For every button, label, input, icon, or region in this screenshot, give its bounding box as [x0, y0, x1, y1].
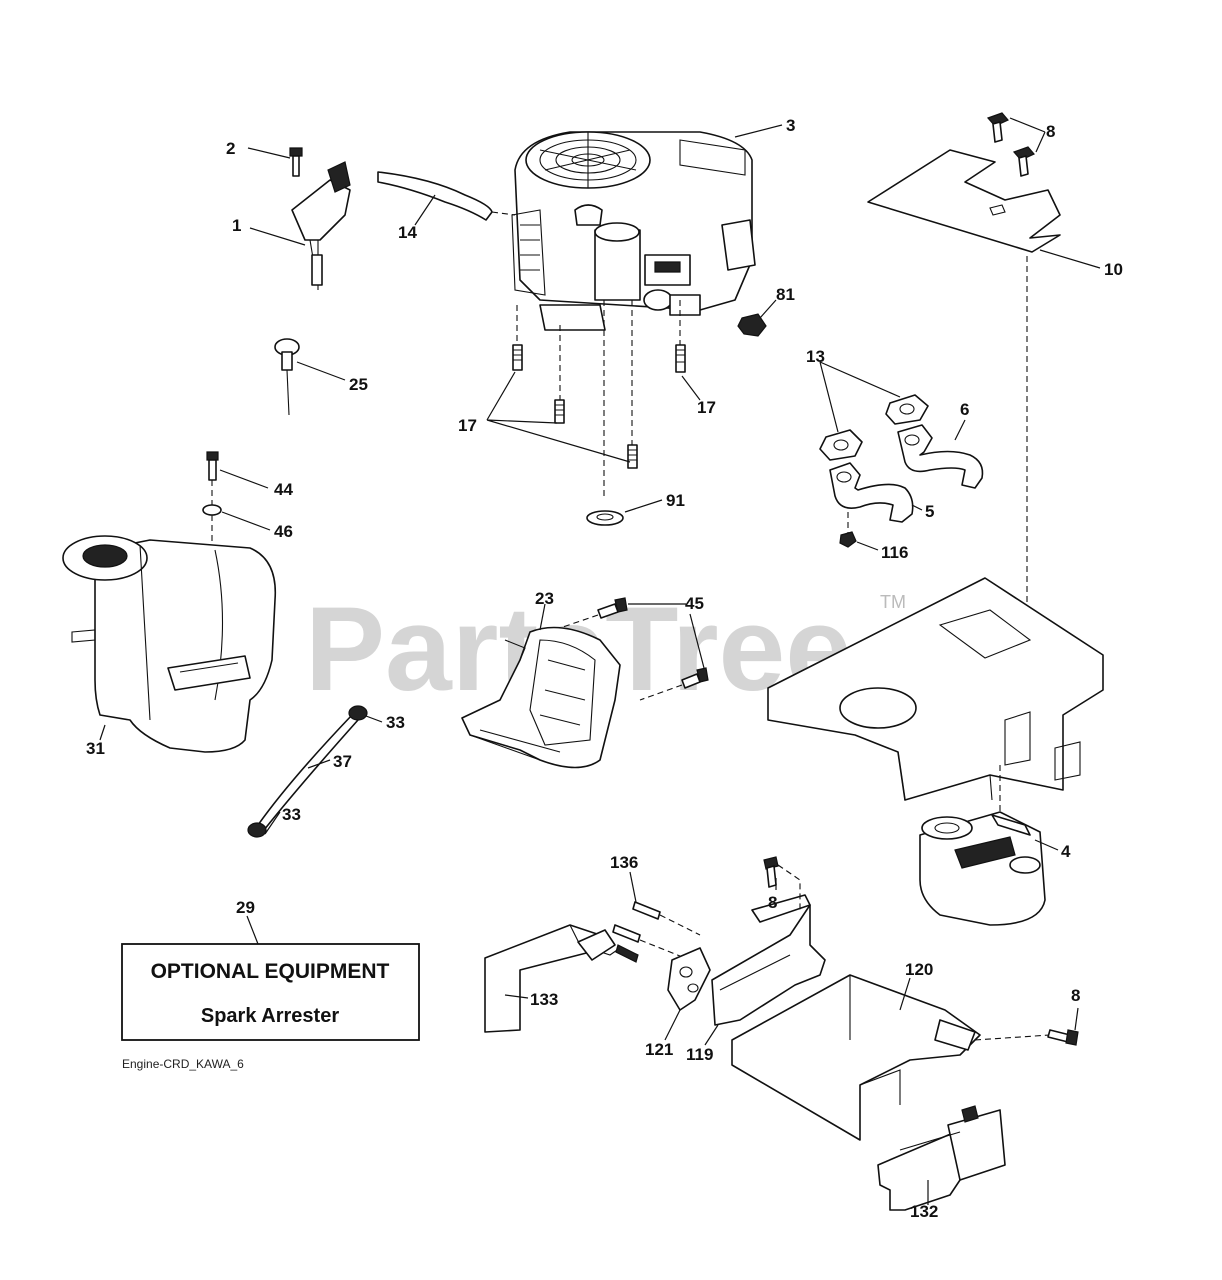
part-nut-116[interactable] — [839, 531, 857, 548]
part-bolt-8-right[interactable] — [1047, 1029, 1079, 1046]
callout-132: 132 — [910, 1202, 938, 1221]
part-nut-81[interactable] — [737, 313, 767, 337]
part-tray-120[interactable] — [731, 974, 981, 1141]
callout-6: 6 — [960, 400, 969, 419]
callout-17-left: 17 — [458, 416, 477, 435]
callout-3: 3 — [786, 116, 795, 135]
part-bolt-17[interactable] — [512, 344, 686, 469]
callout-4: 4 — [1061, 842, 1071, 861]
part-dipstick-25[interactable] — [274, 338, 300, 416]
callout-8-right: 8 — [1071, 986, 1080, 1005]
part-screw-2[interactable] — [289, 147, 303, 177]
part-frame[interactable] — [767, 577, 1104, 801]
callout-2: 2 — [226, 139, 235, 158]
callout-23: 23 — [535, 589, 554, 608]
callout-13: 13 — [806, 347, 825, 366]
diagram-code: Engine-CRD_KAWA_6 — [122, 1057, 244, 1071]
part-gasket-13[interactable] — [819, 394, 929, 461]
callout-33-top: 33 — [386, 713, 405, 732]
callout-116: 116 — [881, 543, 908, 562]
part-shield-132[interactable] — [877, 1105, 1006, 1211]
part-clamp-33-bottom[interactable] — [247, 822, 267, 838]
callout-45: 45 — [685, 594, 704, 613]
callout-29: 29 — [236, 898, 255, 917]
callout-33-bottom: 33 — [282, 805, 301, 824]
optional-equipment-box: OPTIONAL EQUIPMENT Spark Arrester — [121, 943, 420, 1041]
part-engine[interactable] — [511, 131, 756, 331]
part-muffler-4[interactable] — [919, 811, 1046, 926]
callout-44: 44 — [274, 480, 293, 499]
callout-46: 46 — [274, 522, 293, 541]
optional-equipment-subtitle: Spark Arrester — [201, 1005, 339, 1027]
callout-17-right: 17 — [697, 398, 716, 417]
part-heat-shield-10[interactable] — [867, 149, 1061, 253]
part-fuel-tank-31[interactable] — [62, 535, 277, 753]
callout-91: 91 — [666, 491, 685, 510]
callout-5: 5 — [925, 502, 934, 521]
part-bolt-45[interactable] — [597, 597, 709, 689]
watermark-tm: TM — [880, 592, 906, 612]
callout-10: 10 — [1104, 260, 1123, 279]
callout-133: 133 — [530, 990, 558, 1009]
optional-equipment-title: OPTIONAL EQUIPMENT — [151, 960, 390, 983]
callout-8-top: 8 — [1046, 122, 1055, 141]
callout-119: 119 — [686, 1045, 713, 1064]
callout-136: 136 — [610, 853, 638, 872]
callout-81: 81 — [776, 285, 795, 304]
part-throttle-bracket-1[interactable] — [291, 161, 351, 290]
callout-31: 31 — [86, 739, 105, 758]
part-washer-46[interactable] — [202, 504, 222, 516]
part-bracket-119[interactable] — [711, 894, 826, 1026]
callout-25: 25 — [349, 375, 368, 394]
part-fuel-line-37[interactable] — [257, 714, 359, 831]
part-bracket-121[interactable] — [667, 947, 711, 1011]
callout-14: 14 — [398, 223, 417, 242]
part-clamp-33-top[interactable] — [348, 705, 368, 721]
part-screw-44[interactable] — [206, 451, 219, 481]
part-washer-91[interactable] — [586, 510, 624, 526]
part-bolt-8-top[interactable] — [986, 112, 1035, 177]
callout-120: 120 — [905, 960, 933, 979]
callout-121: 121 — [645, 1040, 673, 1059]
part-exhaust-pipe-5[interactable] — [829, 462, 914, 523]
callout-37: 37 — [333, 752, 352, 771]
part-bracket-133[interactable] — [484, 924, 621, 1033]
callout-1: 1 — [232, 216, 241, 235]
part-engine-guard-23[interactable] — [461, 626, 621, 769]
part-exhaust-pipe-6[interactable] — [897, 424, 984, 489]
callout-8-middle: 8 — [768, 893, 777, 912]
part-bolt-136[interactable] — [612, 901, 661, 963]
